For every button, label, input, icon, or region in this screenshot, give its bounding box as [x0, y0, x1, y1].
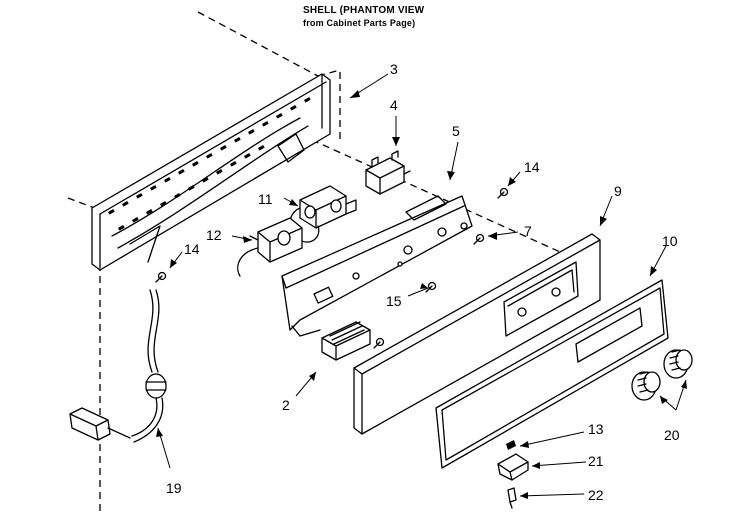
part-12-switch: [237, 217, 303, 277]
part-21-clip: [497, 453, 529, 481]
callout-2: 2: [282, 397, 290, 413]
callout-3: 3: [390, 61, 398, 77]
callout-12: 12: [206, 227, 222, 243]
part-2-terminal-block: [321, 321, 371, 361]
callout-5: 5: [452, 123, 460, 139]
callout-labels: 3 4 5 14 9 10 11 12 7 14 15 2 13 21 20 1…: [166, 61, 680, 503]
part-13-clip: [506, 440, 516, 450]
part-22-screw: [507, 487, 517, 509]
callout-7: 7: [524, 223, 532, 239]
part-4-switch: [365, 150, 411, 195]
vent-slots: [108, 97, 311, 231]
callout-15: 15: [386, 293, 402, 309]
callout-14-left: 14: [184, 241, 200, 257]
callout-22: 22: [588, 487, 604, 503]
callout-9: 9: [614, 183, 622, 199]
leader-arrowheads: [156, 90, 687, 499]
callout-20: 20: [664, 427, 680, 443]
part-20-knobs: [631, 349, 693, 401]
callout-10: 10: [662, 233, 678, 249]
part-10-overlay: [435, 279, 669, 469]
part-9-console-front: [353, 233, 601, 435]
callout-11: 11: [258, 191, 273, 207]
part-3-console-back-panel: [91, 73, 331, 271]
callout-13: 13: [588, 421, 604, 437]
part-19-power-cord: [69, 289, 167, 443]
callout-14-top: 14: [524, 159, 540, 175]
part-5-bracket: [281, 195, 473, 337]
screws: [155, 187, 509, 349]
callout-21: 21: [588, 453, 604, 469]
header-line-2: from Cabinet Parts Page): [303, 18, 416, 28]
callout-4: 4: [390, 97, 398, 113]
header-line-1: SHELL (PHANTOM VIEW: [303, 5, 425, 16]
callout-19: 19: [166, 480, 182, 496]
part-11-switch: [289, 185, 357, 243]
